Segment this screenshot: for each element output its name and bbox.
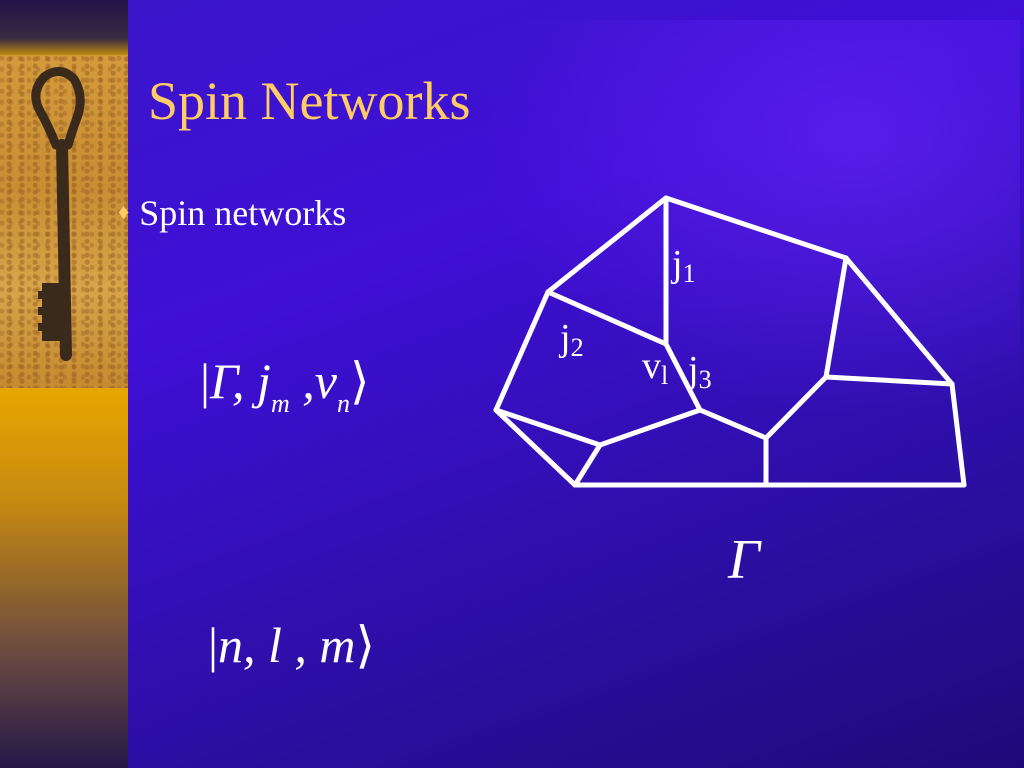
ket2-close: ⟩	[355, 617, 376, 673]
edge	[545, 289, 669, 347]
edge	[823, 374, 955, 387]
edge	[493, 407, 603, 448]
bullet-item: ♦ Spin networks	[118, 192, 346, 234]
edge	[663, 195, 849, 261]
bullet-text: Spin networks	[139, 193, 347, 233]
background-glow	[480, 20, 1020, 420]
edge	[493, 289, 551, 413]
ket-close: ⟩	[349, 353, 370, 409]
slide-title: Spin Networks	[148, 71, 471, 131]
ket2-bar: |	[208, 617, 219, 673]
label-v1: vl	[642, 345, 669, 390]
spin-network-ket: |Γ, jm ,vn⟩	[200, 352, 369, 419]
edge	[663, 341, 703, 413]
edge	[949, 381, 967, 488]
edge	[763, 374, 829, 441]
edge	[823, 255, 849, 380]
orbital-ket: |n, l , m⟩	[208, 616, 375, 674]
edge	[843, 255, 955, 387]
edge	[597, 407, 703, 448]
ket-body: Γ, j	[210, 353, 271, 409]
label-j2: j2	[560, 317, 584, 362]
ket-sub-n: n	[336, 389, 350, 418]
ket-bar: |	[200, 353, 211, 409]
edge	[572, 442, 603, 488]
edge	[697, 407, 769, 441]
label-j1: j1	[672, 243, 696, 288]
antique-key-icon	[31, 67, 85, 361]
label-j3: j3	[688, 349, 712, 394]
diamond-bullet-icon: ♦	[118, 199, 130, 224]
ket-sub-m: m	[270, 389, 290, 418]
edge	[545, 195, 669, 295]
edge	[493, 407, 578, 488]
key-photo	[0, 55, 128, 388]
graph-symbol: Γ	[728, 529, 760, 591]
ket2-body: n, l , m	[218, 617, 356, 673]
ket-mid: ,v	[289, 353, 337, 409]
